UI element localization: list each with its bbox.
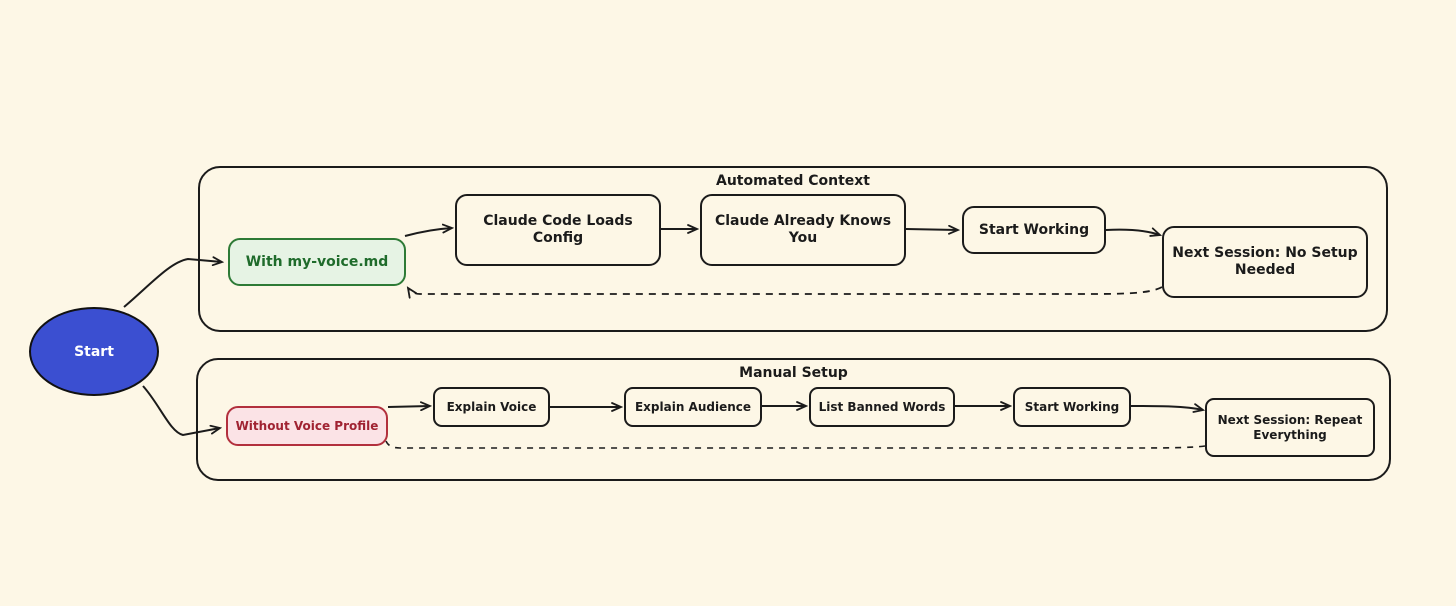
edge-m1	[387, 406, 430, 407]
node-label: Explain Voice	[446, 399, 537, 414]
node-claude-already-knows-you: Claude Already Knows You	[700, 194, 906, 266]
edge-a-loop	[408, 287, 1163, 294]
edge-start-to-with-voice	[123, 259, 222, 308]
node-label: Next Session: Repeat Everything	[1217, 413, 1363, 442]
node-next-session-no-setup: Next Session: No Setup Needed	[1162, 226, 1368, 298]
node-label: Start Working	[1024, 399, 1120, 414]
node-label: List Banned Words	[818, 399, 946, 414]
node-next-session-repeat: Next Session: Repeat Everything	[1205, 398, 1375, 457]
node-with-voice-file: With my-voice.md	[228, 238, 406, 286]
edge-a4	[1105, 230, 1160, 235]
node-start-working-manual: Start Working	[1013, 387, 1131, 427]
node-explain-audience: Explain Audience	[624, 387, 762, 427]
edge-a1	[404, 228, 452, 237]
node-list-banned-words: List Banned Words	[809, 387, 955, 427]
node-label: Claude Code Loads Config	[483, 213, 633, 246]
start-label: Start	[74, 343, 114, 360]
lane-title: Manual Setup	[739, 365, 848, 381]
node-start-working-automated: Start Working	[962, 206, 1106, 254]
edge-m5	[1130, 406, 1203, 410]
node-explain-voice: Explain Voice	[433, 387, 550, 427]
edge-a3	[905, 229, 958, 230]
node-label: Claude Already Knows You	[714, 213, 892, 246]
node-label: Start Working	[978, 221, 1090, 238]
node-claude-code-loads-config: Claude Code Loads Config	[455, 194, 661, 266]
node-without-voice-profile: Without Voice Profile	[226, 406, 388, 446]
start-node: Start	[29, 307, 159, 396]
node-label: Explain Audience	[634, 399, 752, 414]
edge-start-to-without-voice	[142, 385, 220, 437]
node-label: Without Voice Profile	[235, 418, 379, 433]
lane-manual-setup: Manual Setup	[196, 358, 1391, 481]
lane-title: Automated Context	[716, 173, 870, 189]
node-label: Next Session: No Setup Needed	[1172, 245, 1358, 278]
node-label: With my-voice.md	[245, 253, 389, 270]
lane-automated-context: Automated Context	[198, 166, 1388, 332]
edge-m-loop	[385, 440, 1206, 449]
